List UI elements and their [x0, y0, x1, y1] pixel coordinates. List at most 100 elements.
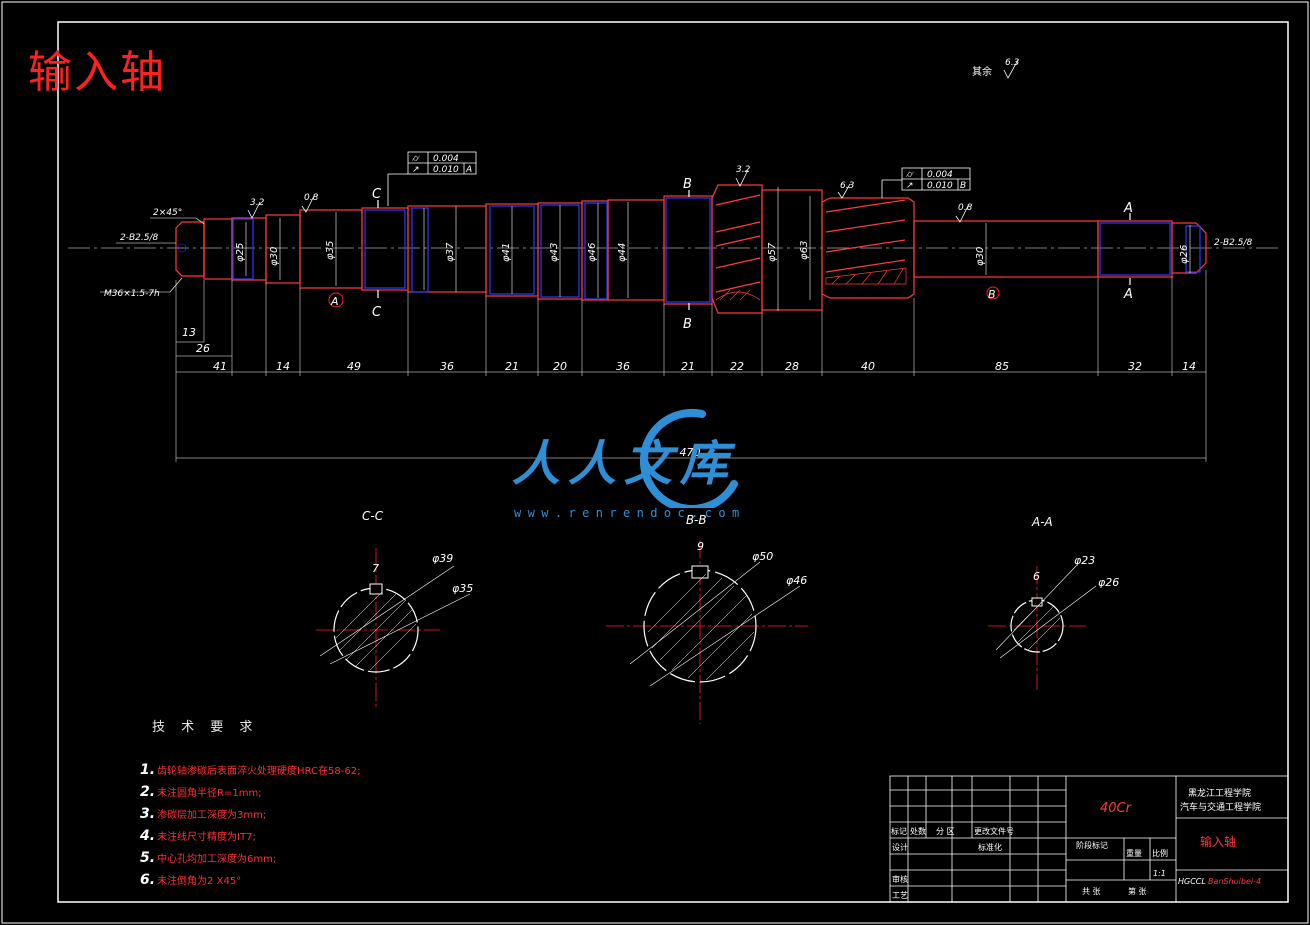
tech-item-number: 3. [140, 806, 156, 822]
roughness-value: 3.2 [736, 165, 751, 175]
tb-docno: 更改文件号 [974, 826, 1014, 836]
section-cc [316, 548, 471, 710]
section-key: 6 [1033, 570, 1040, 583]
tech-item-text: 中心孔均加工深度为6mm; [157, 854, 277, 865]
tb-mark: 标记 [891, 826, 907, 836]
tech-item-number: 1. [140, 762, 156, 778]
section-letter: B [683, 317, 692, 332]
dim-lower: 20 [553, 360, 567, 373]
dim-lower: 36 [616, 360, 630, 373]
section-key: 9 [697, 540, 704, 553]
dim-lower: 21 [505, 360, 519, 373]
tech-item: 3.渗碳层加工深度为3mm; [140, 804, 360, 826]
school1: 黑龙江工程学院 [1188, 787, 1251, 799]
gtol-left-row1: 0.004 [433, 154, 459, 164]
tech-item: 4.未注线尺寸精度为IT7; [140, 826, 360, 848]
dia-label: φ63 [799, 241, 810, 260]
section-letter: A [1123, 287, 1133, 302]
gtol-right-datum: B [960, 181, 966, 191]
section-markers [377, 190, 1131, 310]
tech-item-number: 2. [140, 784, 156, 800]
tb-ratio: 比例 [1152, 848, 1168, 858]
section-letter: B [683, 177, 692, 192]
tech-item: 2.未注圆角半径R=1mm; [140, 782, 360, 804]
gtol-right-sym1: ⌭ [906, 170, 914, 180]
tech-item-text: 未注线尺寸精度为IT7; [157, 832, 256, 843]
diameter-dims [245, 187, 1191, 311]
dim-lower: 40 [861, 360, 875, 373]
scale: 1:1 [1153, 869, 1166, 878]
roughness-value: 3.2 [250, 198, 265, 208]
dim-lower: 36 [440, 360, 454, 373]
section-inner: φ46 [786, 574, 807, 587]
datum-a: A [330, 295, 339, 308]
datum-circle [328, 292, 344, 308]
tech-item-text: 未注倒角为2 X45° [157, 876, 242, 887]
drawing-title: 输入轴 [28, 47, 166, 98]
dim-lower: 32 [1128, 360, 1142, 373]
dia-label: φ37 [445, 242, 456, 262]
dia-label: φ30 [975, 247, 986, 266]
part-name: 输入轴 [1200, 834, 1236, 849]
surface-note-value: 6.3 [1005, 58, 1020, 68]
gtol-left-row2: 0.010 [433, 165, 459, 175]
shaft-outline [175, 184, 1207, 314]
dim-lower: 49 [347, 360, 361, 373]
center-hole-note: 2-B2.5/8 [120, 233, 158, 243]
section-key: 7 [372, 562, 379, 575]
dia-label: φ30 [269, 247, 280, 266]
left-notes [100, 217, 205, 293]
tb-sheet: 第 张 [1128, 886, 1147, 896]
thread-note: M36×1.5-7h [104, 289, 160, 299]
dia-label: φ35 [325, 241, 336, 260]
dia-label: φ43 [549, 243, 560, 262]
gtol-right-sym2: ↗ [906, 181, 914, 191]
dia-label: φ57 [767, 242, 778, 262]
section-letter: A [1123, 201, 1133, 216]
tech-item-text: 未注圆角半径R=1mm; [157, 788, 262, 799]
tech-item-number: 4. [140, 828, 156, 844]
tech-item-number: 6. [140, 872, 156, 888]
roughness-value: 0.8 [304, 193, 319, 203]
section-title: C-C [362, 509, 384, 523]
roughness-marks [247, 59, 1019, 223]
tech-item: 6.未注倒角为2 X45° [140, 870, 360, 892]
tech-item-text: 齿轮轴渗碳后表面淬火处理硬度HRC在58-62; [157, 766, 361, 777]
tb-weight: 重量 [1126, 848, 1142, 858]
blue-features [232, 197, 1201, 303]
dia-label: φ44 [617, 243, 628, 262]
datum-circle [986, 286, 1000, 300]
tb-zone: 分 区 [936, 827, 955, 836]
dim-lower: 14 [276, 360, 290, 373]
section-title: B-B [686, 513, 707, 527]
tb-stage: 阶段标记 [1076, 840, 1108, 850]
dimension-texts: 13 26 41 14 49 36 21 20 36 21 22 28 40 8… [182, 326, 1196, 459]
dim-lower: 22 [730, 360, 744, 373]
tb-review: 审核 [892, 874, 908, 884]
tech-heading: 技 术 要 求 [152, 720, 259, 735]
gtol-right-row1: 0.004 [927, 170, 953, 180]
title-block [889, 775, 1289, 903]
section-letter: C [372, 305, 382, 320]
section-inner: φ35 [452, 582, 473, 595]
gtol-left-sym2: ↗ [412, 165, 420, 175]
section-outer: φ23 [1074, 554, 1095, 567]
dim-left: 13 [182, 326, 196, 339]
dim-lower: 14 [1182, 360, 1196, 373]
right-center-hole-note: 2-B2.5/8 [1214, 238, 1252, 248]
dia-label: φ25 [235, 243, 246, 262]
gtol-frame-right [881, 167, 971, 198]
tech-item: 5.中心孔均加工深度为6mm; [140, 848, 360, 870]
section-outer: φ39 [432, 552, 453, 565]
dia-label: φ41 [501, 243, 512, 262]
gtol-left-sym1: ⌭ [412, 154, 420, 164]
section-title: A-A [1031, 515, 1053, 529]
section-outer: φ50 [752, 550, 773, 563]
technical-requirements: 技 术 要 求 1.齿轮轴渗碳后表面淬火处理硬度HRC在58-62; 2.未注圆… [140, 720, 361, 892]
material: 40Cr [1100, 801, 1133, 816]
school2: 汽车与交通工程学院 [1180, 801, 1261, 813]
gtol-left-datum: A [465, 165, 472, 175]
tech-item-text: 渗碳层加工深度为3mm; [157, 810, 267, 821]
